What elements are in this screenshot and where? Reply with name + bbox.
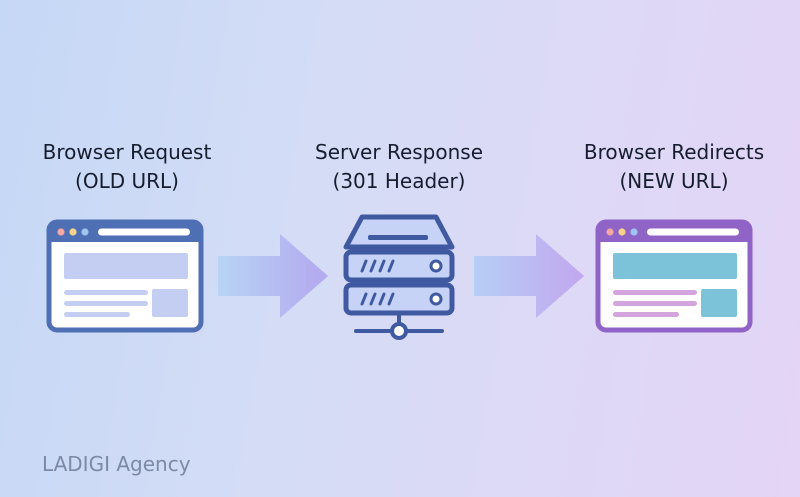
step-title: Browser Request (42, 140, 212, 164)
browser-window-icon (46, 219, 204, 333)
step-new-url-label: Browser Redirects (NEW URL) (554, 138, 794, 196)
step-server-label: Server Response (301 Header) (279, 138, 519, 196)
brand-watermark: LADIGI Agency (42, 452, 191, 476)
step-title: Browser Redirects (583, 140, 765, 164)
step-subtitle: (NEW URL) (619, 169, 729, 193)
arrow-right-icon (474, 234, 584, 318)
browser-window-icon (595, 219, 753, 333)
arrow-right-icon (218, 234, 328, 318)
step-title: Server Response (315, 140, 483, 164)
step-subtitle: (301 Header) (332, 169, 466, 193)
step-subtitle: (OLD URL) (75, 169, 179, 193)
server-icon (343, 214, 455, 340)
step-old-url-label: Browser Request (OLD URL) (7, 138, 247, 196)
